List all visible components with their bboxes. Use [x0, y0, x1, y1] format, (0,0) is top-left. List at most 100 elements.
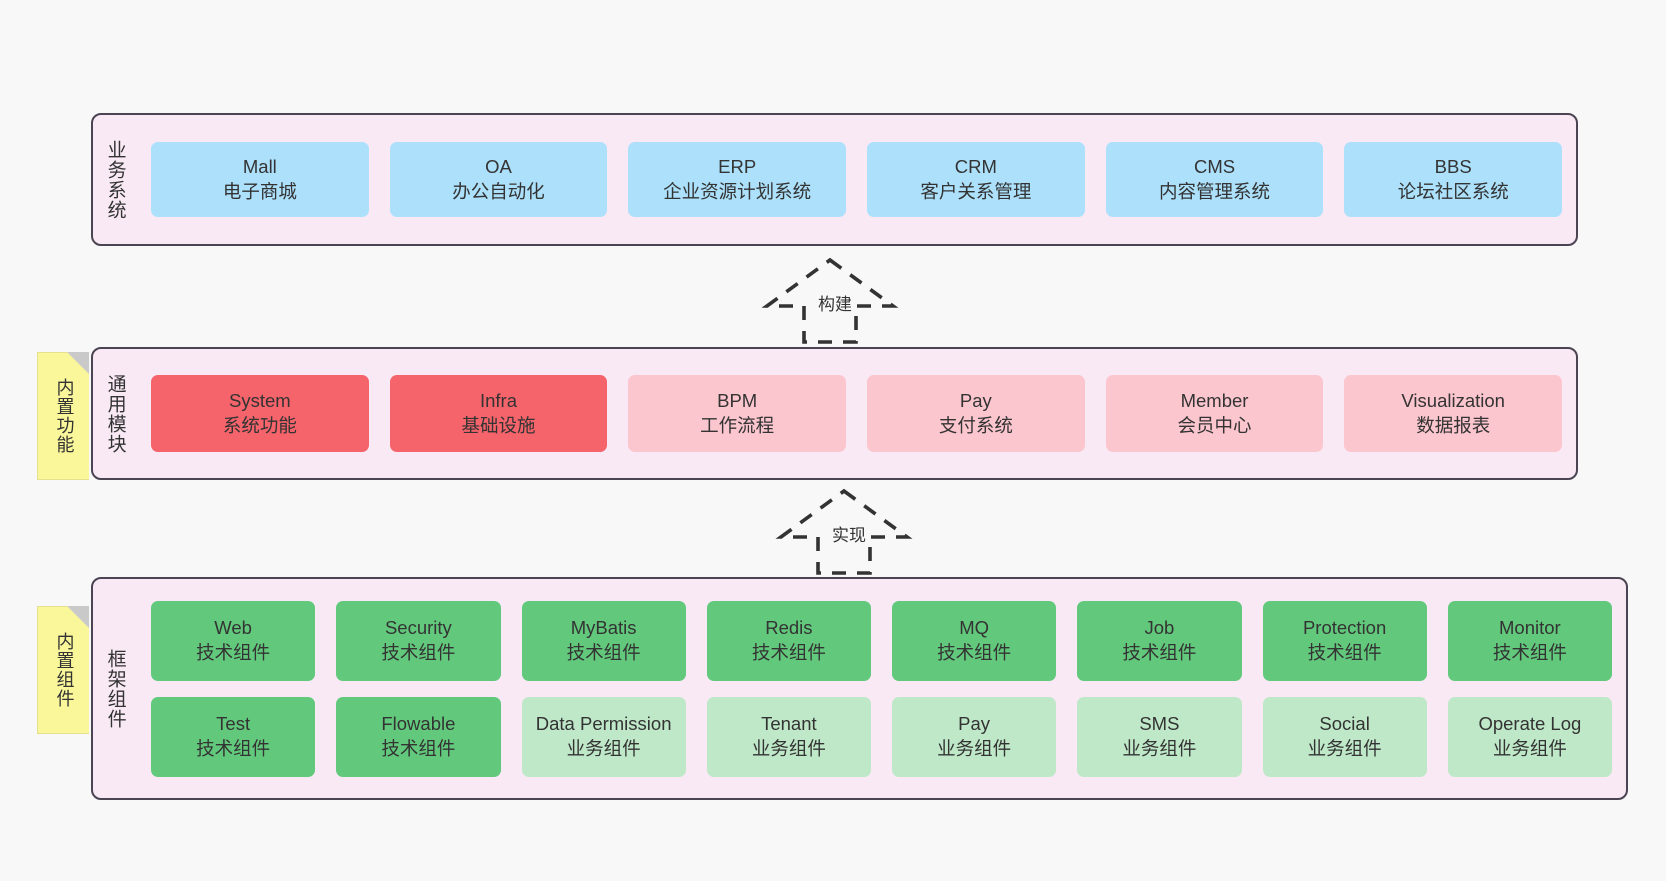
module-desc: 内容管理系统 [1159, 180, 1271, 202]
module-card-visualization[interactable]: Visualization 数据报表 [1344, 375, 1563, 452]
module-name: Test [216, 713, 251, 735]
module-desc: 工作流程 [700, 414, 775, 436]
module-desc: 业务组件 [1122, 737, 1197, 759]
module-card-mall[interactable]: Mall 电子商城 [151, 142, 369, 217]
connector-implement-arrow [769, 487, 919, 575]
module-card-test[interactable]: Test 技术组件 [151, 696, 316, 777]
module-desc: 技术组件 [1492, 641, 1567, 663]
module-name: Operate Log [1478, 713, 1582, 735]
connector-implement-icon [775, 488, 913, 575]
sticky-fold-corner-icon [67, 606, 89, 628]
module-name: Pay [959, 390, 992, 412]
module-name: MyBatis [570, 617, 637, 639]
module-desc: 业务组件 [1492, 737, 1567, 759]
module-name: Member [1180, 390, 1249, 412]
module-card-redis[interactable]: Redis 技术组件 [706, 600, 871, 681]
module-name: ERP [718, 156, 757, 178]
module-card-oa[interactable]: OA 办公自动化 [389, 142, 608, 217]
module-card-protection[interactable]: Protection 技术组件 [1262, 600, 1427, 681]
module-card-flowable[interactable]: Flowable 技术组件 [336, 696, 501, 777]
module-card-job[interactable]: Job 技术组件 [1077, 600, 1242, 681]
module-card-social[interactable]: Social 业务组件 [1262, 696, 1427, 777]
module-desc: 技术组件 [196, 737, 271, 759]
sticky-note-builtin-function: 内置功能 [37, 352, 89, 480]
sticky-fold-corner-icon [67, 352, 89, 374]
module-card-system[interactable]: System 系统功能 [151, 375, 369, 452]
module-name: Visualization [1401, 390, 1505, 412]
module-desc: 业务组件 [566, 737, 641, 759]
module-desc: 业务组件 [751, 737, 826, 759]
module-card-operate-log[interactable]: Operate Log 业务组件 [1447, 696, 1612, 777]
sticky-top-edge [38, 606, 67, 607]
module-card-bpm[interactable]: BPM 工作流程 [628, 375, 847, 452]
module-card-infra[interactable]: Infra 基础设施 [389, 375, 608, 452]
module-card-security[interactable]: Security 技术组件 [336, 600, 501, 681]
module-name: System [228, 390, 291, 412]
module-name: Pay [958, 713, 991, 735]
module-card-mybatis[interactable]: MyBatis 技术组件 [521, 600, 686, 681]
module-name: Mall [242, 156, 277, 178]
module-desc: 技术组件 [381, 641, 456, 663]
module-desc: 技术组件 [566, 641, 641, 663]
module-name: Monitor [1499, 617, 1561, 639]
module-desc: 数据报表 [1416, 414, 1491, 436]
module-name: Data Permission [535, 713, 672, 735]
module-name: Infra [479, 390, 518, 412]
module-desc: 支付系统 [938, 414, 1013, 436]
module-desc: 会员中心 [1177, 414, 1252, 436]
layer-title-business-system: 业务系统 [104, 139, 126, 220]
module-card-erp[interactable]: ERP 企业资源计划系统 [628, 142, 847, 217]
sticky-top-edge [38, 352, 67, 353]
layer-row: System 系统功能 Infra 基础设施 BPM 工作流程 Pay 支付系统… [151, 375, 1563, 452]
layer-body-framework-component: Web 技术组件 Security 技术组件 MyBatis 技术组件 Redi… [137, 579, 1626, 798]
module-card-mq[interactable]: MQ 技术组件 [892, 600, 1057, 681]
layer-title-common-module: 通用模块 [104, 373, 126, 454]
module-desc: 业务组件 [1307, 737, 1382, 759]
layer-row: Test 技术组件 Flowable 技术组件 Data Permission … [151, 696, 1612, 777]
connector-build-icon [761, 257, 899, 344]
connector-build-label: 构建 [818, 295, 852, 314]
module-name: CRM [954, 156, 997, 178]
layer-common-module: 通用模块 System 系统功能 Infra 基础设施 BPM 工作流程 Pay… [91, 347, 1578, 480]
module-desc: 技术组件 [381, 737, 456, 759]
layer-row: Mall 电子商城 OA 办公自动化 ERP 企业资源计划系统 CRM 客户关系… [151, 142, 1563, 217]
module-card-data-permission[interactable]: Data Permission 业务组件 [521, 696, 686, 777]
layer-body-common-module: System 系统功能 Infra 基础设施 BPM 工作流程 Pay 支付系统… [137, 349, 1576, 478]
module-card-web[interactable]: Web 技术组件 [151, 600, 316, 681]
module-name: Security [384, 617, 452, 639]
layer-framework-component: 框架组件 Web 技术组件 Security 技术组件 MyBatis 技术组件… [91, 577, 1628, 800]
module-name: BPM [717, 390, 758, 412]
module-card-crm[interactable]: CRM 客户关系管理 [867, 142, 1085, 217]
module-desc: 企业资源计划系统 [663, 180, 812, 202]
module-card-monitor[interactable]: Monitor 技术组件 [1447, 600, 1612, 681]
module-desc: 技术组件 [1122, 641, 1197, 663]
module-desc: 技术组件 [751, 641, 826, 663]
module-desc: 技术组件 [1307, 641, 1382, 663]
module-name: Redis [765, 617, 813, 639]
module-name: Tenant [761, 713, 817, 735]
module-name: Job [1144, 617, 1175, 639]
module-card-pay[interactable]: Pay 支付系统 [867, 375, 1085, 452]
module-card-bbs[interactable]: BBS 论坛社区系统 [1344, 142, 1563, 217]
module-desc: 技术组件 [937, 641, 1012, 663]
module-desc: 论坛社区系统 [1397, 180, 1509, 202]
module-desc: 客户关系管理 [920, 180, 1032, 202]
layer-row: Web 技术组件 Security 技术组件 MyBatis 技术组件 Redi… [151, 600, 1612, 681]
module-name: Web [214, 617, 252, 639]
module-name: MQ [959, 617, 990, 639]
layer-body-business-system: Mall 电子商城 OA 办公自动化 ERP 企业资源计划系统 CRM 客户关系… [137, 115, 1576, 244]
module-name: BBS [1434, 156, 1472, 178]
module-name: Flowable [381, 713, 456, 735]
module-card-sms[interactable]: SMS 业务组件 [1077, 696, 1242, 777]
module-card-member[interactable]: Member 会员中心 [1105, 375, 1324, 452]
module-card-pay-business[interactable]: Pay 业务组件 [892, 696, 1057, 777]
module-card-tenant[interactable]: Tenant 业务组件 [706, 696, 871, 777]
module-desc: 业务组件 [937, 737, 1012, 759]
module-card-cms[interactable]: CMS 内容管理系统 [1105, 142, 1324, 217]
sticky-note-label: 内置功能 [54, 377, 75, 454]
module-name: SMS [1139, 713, 1180, 735]
module-desc: 技术组件 [196, 641, 271, 663]
module-name: CMS [1193, 156, 1236, 178]
module-name: OA [485, 156, 512, 178]
